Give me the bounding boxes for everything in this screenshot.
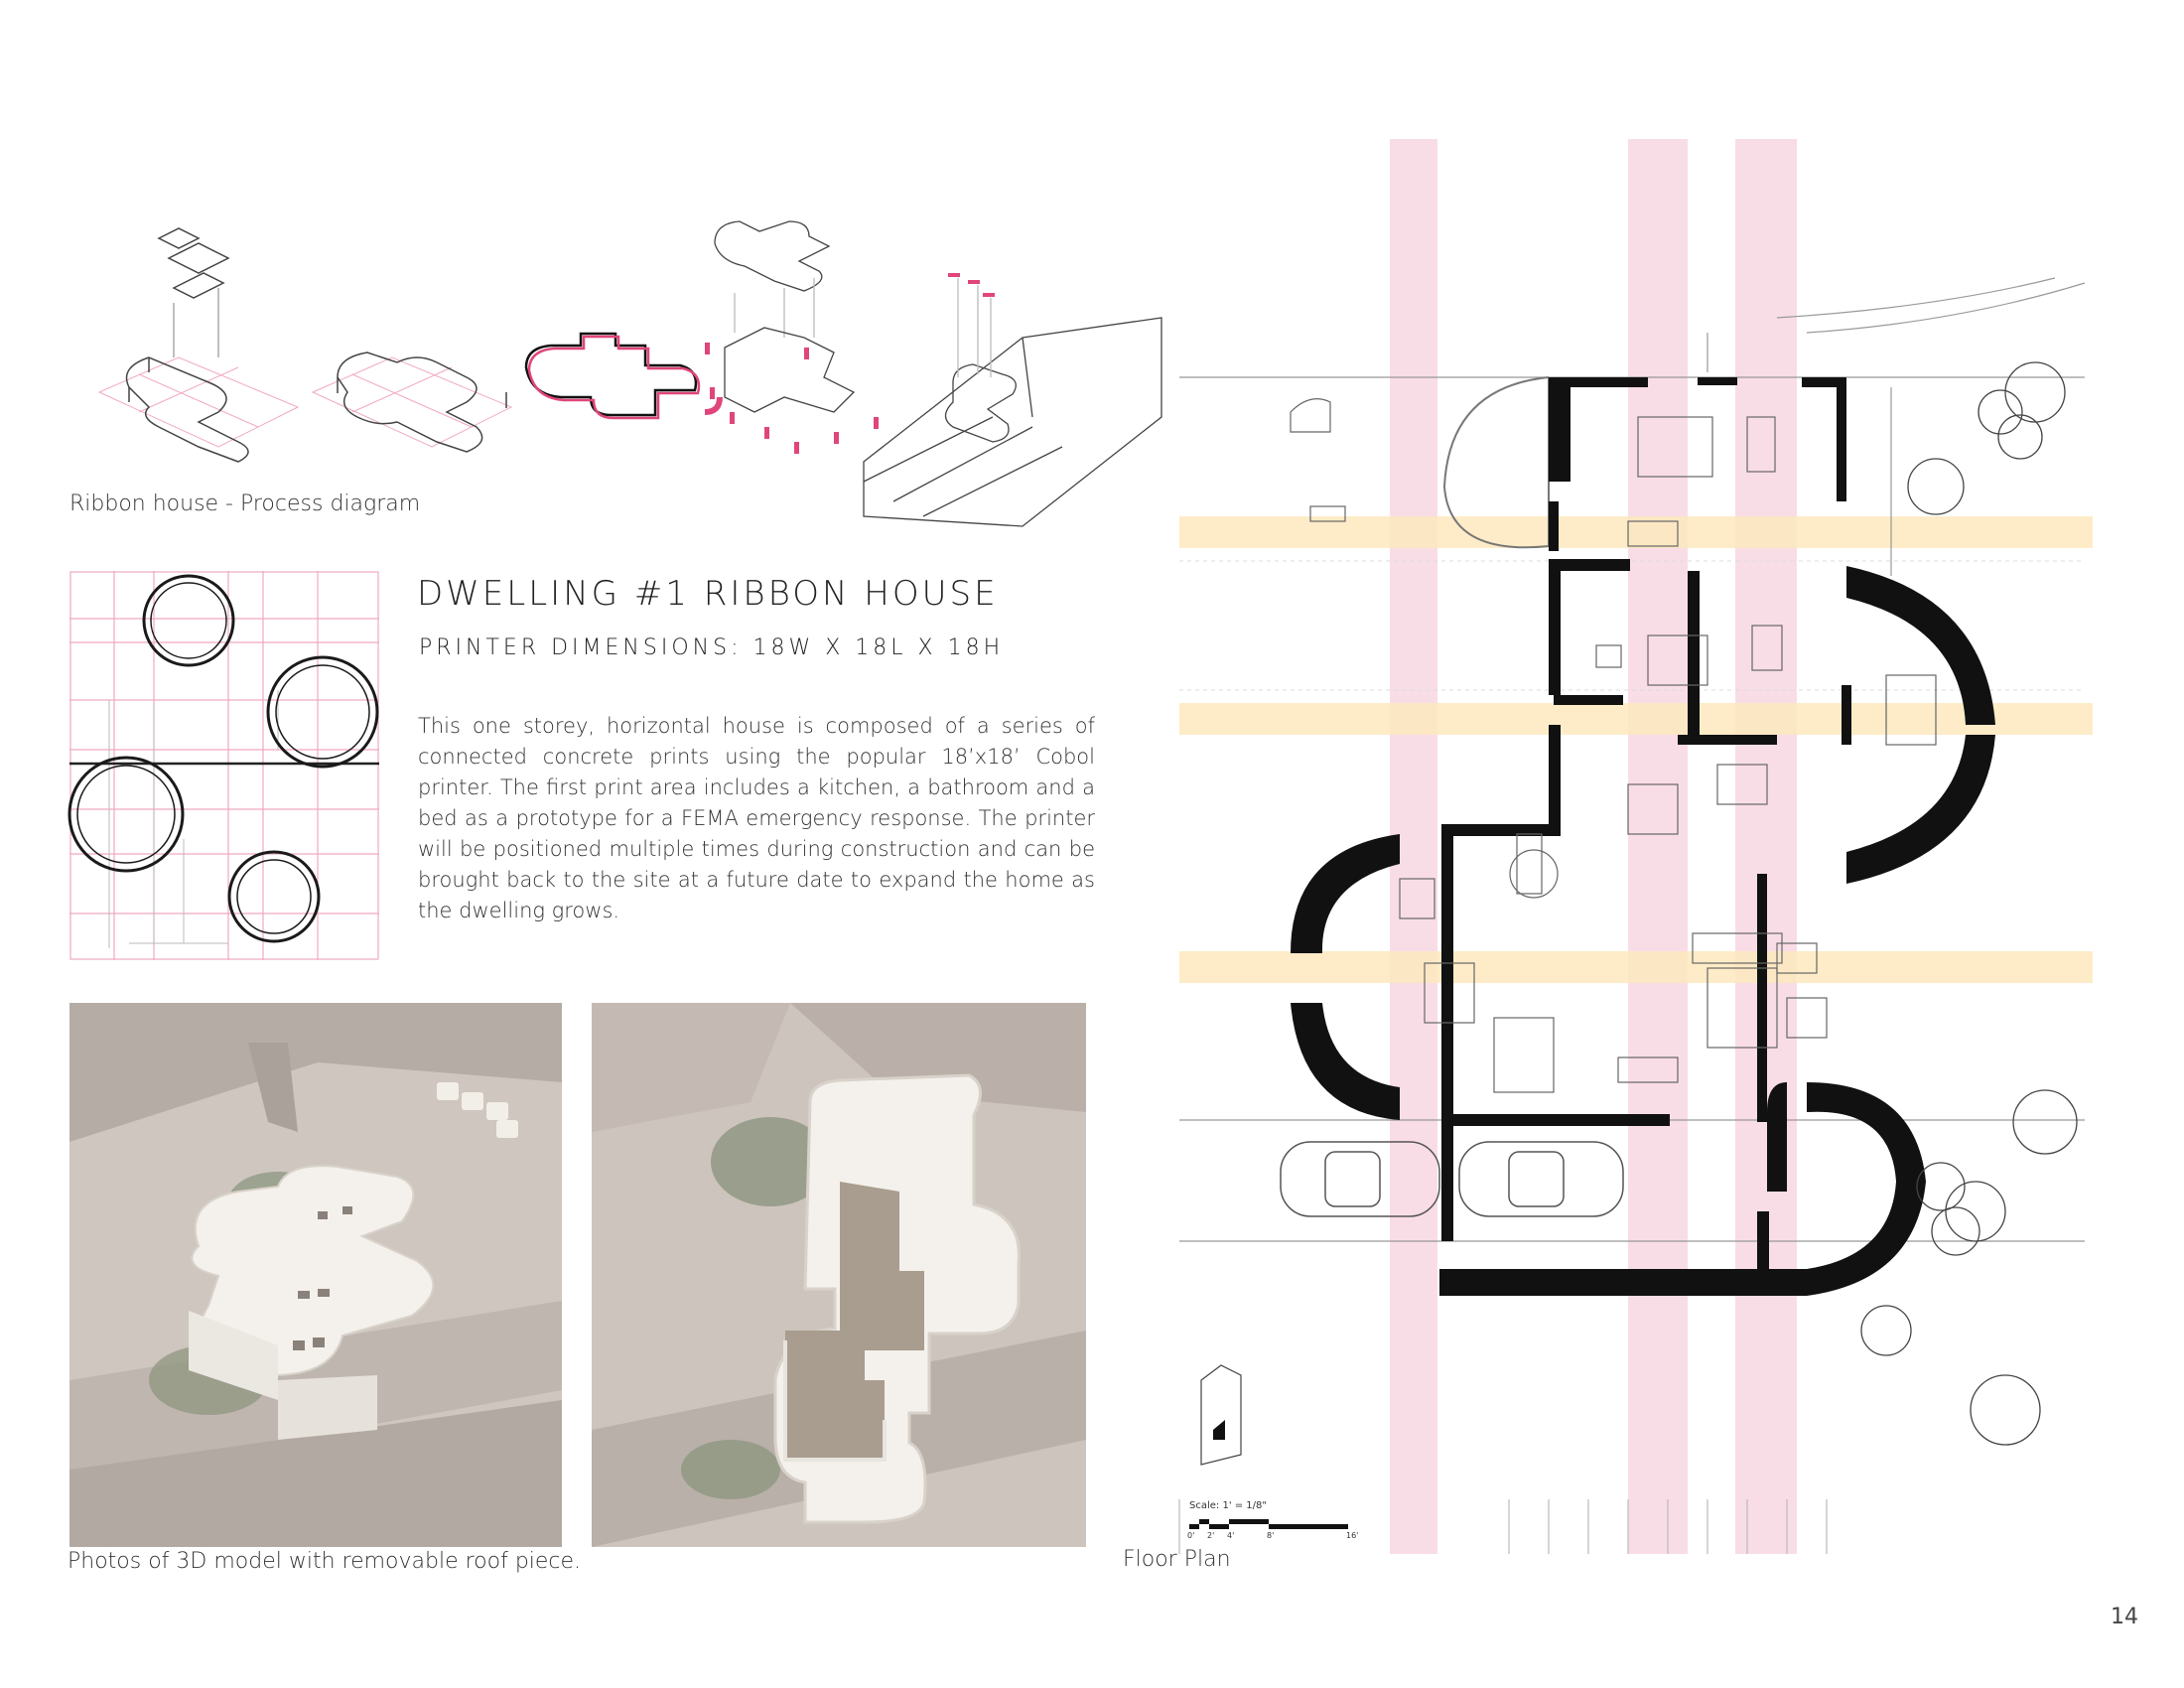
process-step-3 <box>524 332 723 420</box>
scale-tick-16: 16' <box>1346 1531 1359 1540</box>
photos-caption: Photos of 3D model with removable roof p… <box>68 1549 582 1574</box>
north-arrow <box>1200 1364 1242 1466</box>
process-step-1 <box>97 227 300 463</box>
process-step-4 <box>705 220 879 454</box>
description-paragraph: This one storey, horizontal house is com… <box>418 714 1095 922</box>
trees <box>1860 361 2078 1446</box>
scale-tick-8: 8' <box>1267 1531 1275 1540</box>
circle-grid-diagram <box>68 571 379 960</box>
scale-label: Scale: 1' = 1/8" <box>1189 1500 1267 1511</box>
walls <box>1441 377 1851 1241</box>
process-step-5 <box>863 273 1162 527</box>
floor-plan <box>1178 139 2093 1554</box>
page-title: DWELLING #1 RIBBON HOUSE <box>417 574 999 614</box>
process-diagram <box>97 220 1162 527</box>
page-number: 14 <box>2111 1605 2138 1629</box>
page-subtitle: PRINTER DIMENSIONS: 18W X 18L X 18H <box>419 635 1005 660</box>
model-photo-2 <box>592 1003 1086 1547</box>
printer-bands-horizontal <box>1179 516 2093 983</box>
scale-tick-0: 0' <box>1187 1531 1195 1540</box>
floor-plan-caption: Floor Plan <box>1123 1547 1231 1572</box>
parked-cars <box>1280 1141 1624 1217</box>
scale-tick-4: 4' <box>1227 1531 1235 1540</box>
model-photo-1 <box>69 1003 562 1547</box>
scale-bar <box>1189 1519 1348 1529</box>
process-step-2 <box>311 352 513 453</box>
scale-tick-2: 2' <box>1207 1531 1215 1540</box>
curved-walls <box>1291 566 1995 1296</box>
process-diagram-caption: Ribbon house - Process diagram <box>69 492 421 516</box>
